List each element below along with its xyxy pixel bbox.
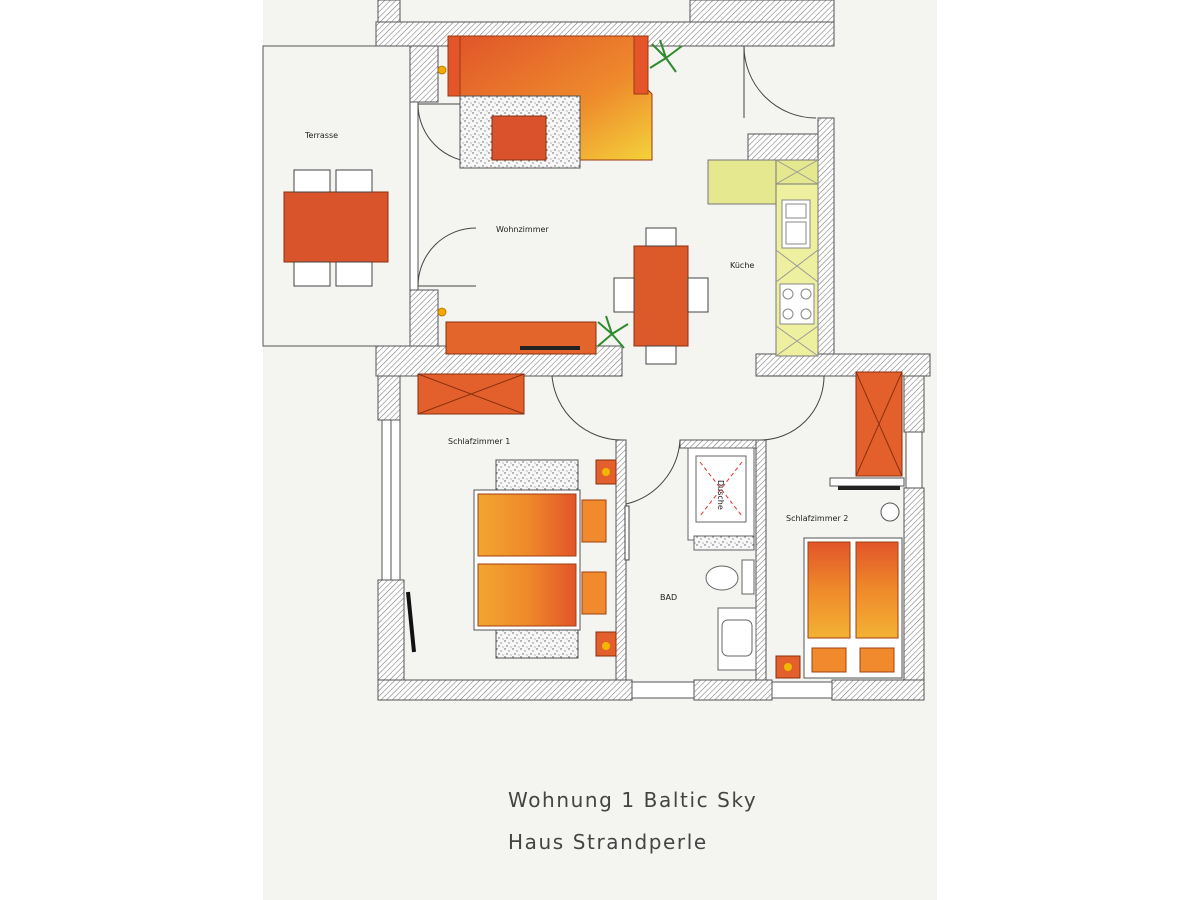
- kitchen-furniture: [707, 159, 819, 357]
- doors: [417, 45, 825, 561]
- bathroom-fixtures: [687, 447, 757, 671]
- label-terrasse: Terrasse: [304, 131, 338, 140]
- plan-title: Wohnung 1 Baltic Sky: [508, 788, 758, 812]
- terrace: [262, 45, 419, 347]
- label-wohnzimmer: Wohnzimmer: [496, 225, 549, 234]
- label-dusche: Dusche: [716, 480, 725, 510]
- label-schlafzimmer-1: Schlafzimmer 1: [448, 437, 510, 446]
- walls: [375, 0, 931, 701]
- plan-subtitle: Haus Strandperle: [508, 830, 708, 854]
- living-room-furniture: [437, 35, 709, 365]
- label-bad: BAD: [660, 593, 677, 602]
- terrace-furniture: [283, 169, 389, 287]
- plant-icon: [597, 39, 683, 349]
- bedroom1-furniture: [406, 373, 617, 659]
- bedroom2-furniture: [775, 371, 905, 679]
- label-schlafzimmer-2: Schlafzimmer 2: [786, 514, 848, 523]
- windows: [381, 419, 923, 699]
- label-kueche: Küche: [730, 261, 754, 270]
